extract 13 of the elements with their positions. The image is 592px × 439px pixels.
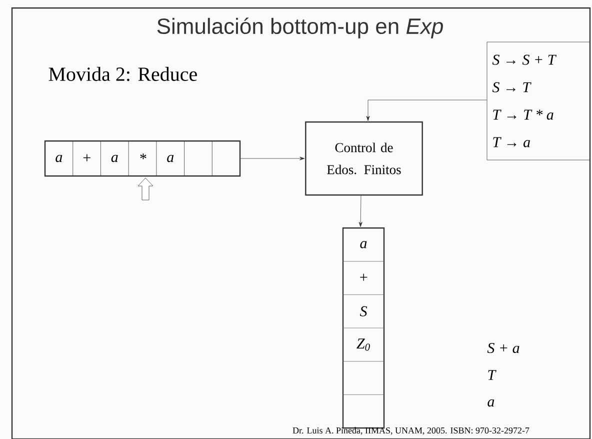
expression: S + a [487, 342, 520, 354]
arrow [358, 195, 362, 227]
arrow [240, 156, 305, 160]
grammar-box: S → S + T S → T T → T * a T → a [486, 42, 590, 160]
credit-line: Dr. Luis A. Pineda, IIMAS, UNAM, 2005. ISBN: 970-32-2972-7 [292, 427, 530, 435]
expression: T [488, 370, 496, 380]
arrow [366, 100, 487, 121]
control-box: Control de Edos. Finitos [305, 121, 423, 196]
input-tape: a + a * a [44, 140, 241, 177]
stack: a + S Z$_{0}$ [342, 227, 385, 429]
heading: Movida 2: Reduce [48, 66, 197, 82]
title: Simulación bottom-up en Exp [157, 18, 443, 38]
expression: a [488, 399, 494, 407]
